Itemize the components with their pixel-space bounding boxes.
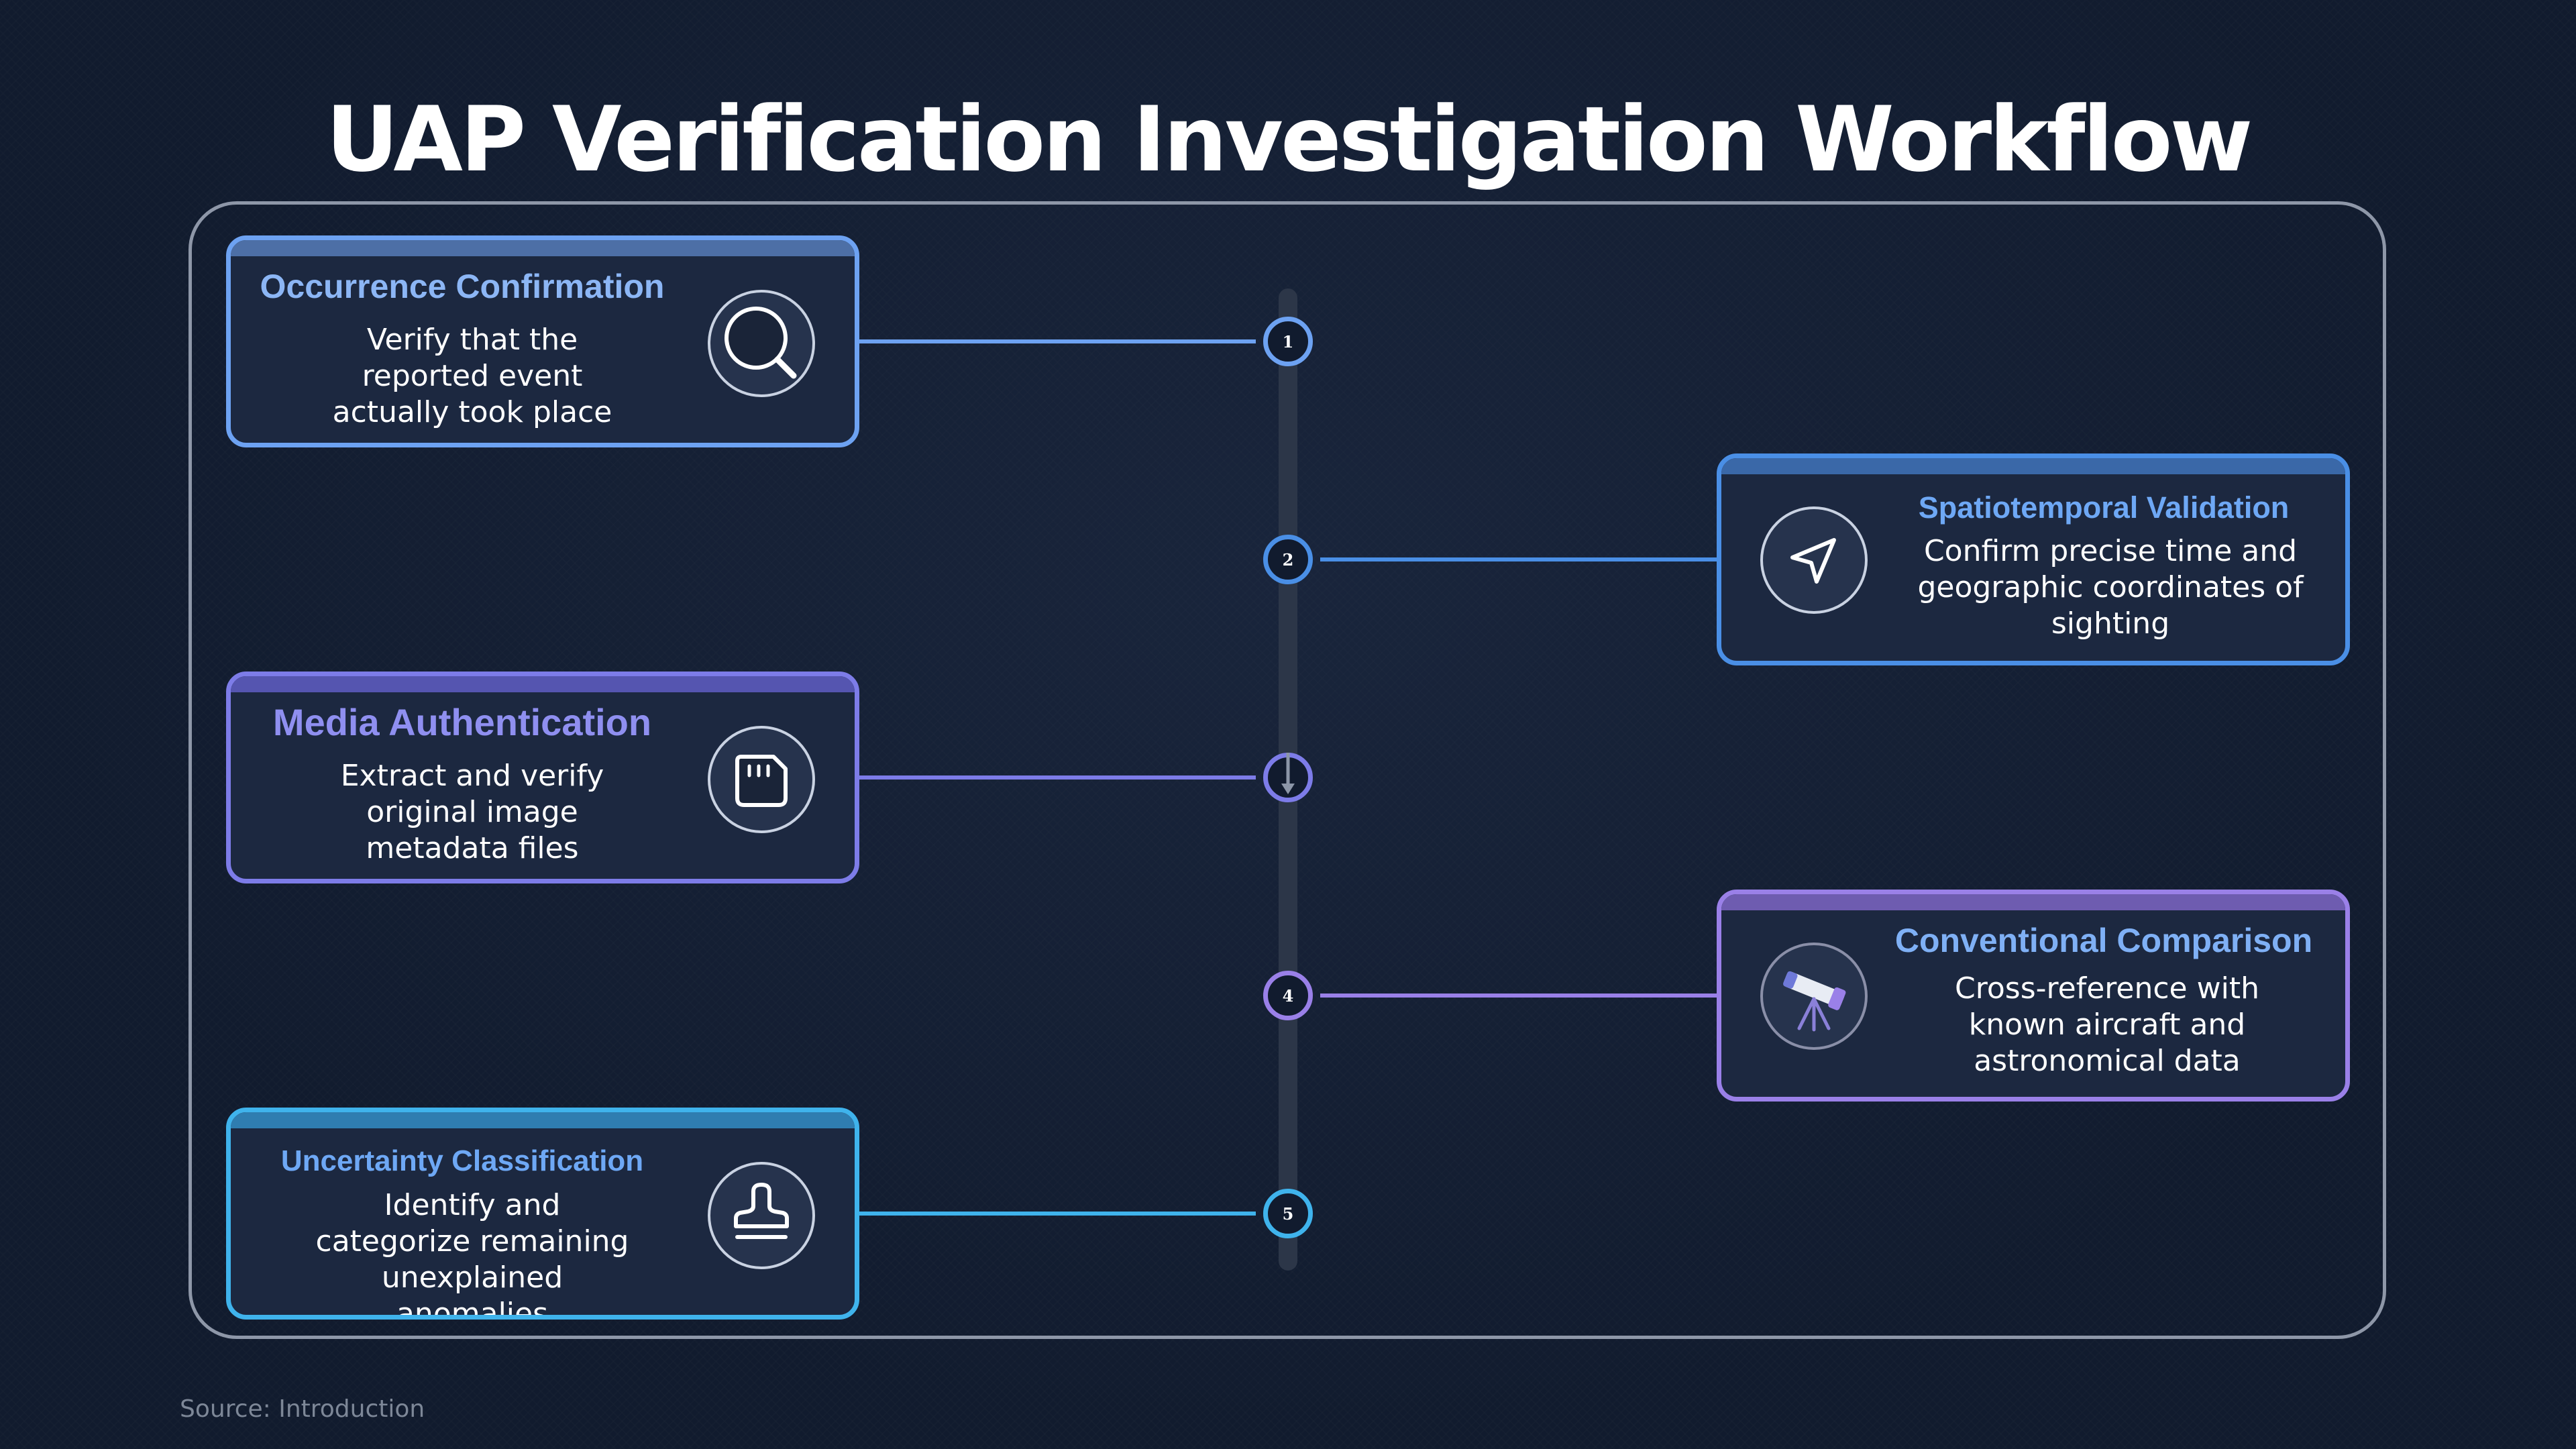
- icon-badge: [708, 726, 815, 833]
- card-accent-bar: [231, 240, 855, 256]
- step-title: Spatiotemporal Validation: [1918, 490, 2290, 525]
- step-node-5: 5: [1263, 1189, 1313, 1238]
- step-card-media-authentication: Media Authentication Extract and verify …: [226, 672, 859, 883]
- step-description: Identify and categorize remaining unexpl…: [315, 1188, 629, 1320]
- step-number: 5: [1282, 1203, 1294, 1224]
- step-card-conventional-comparison: Conventional Comparison Cross-reference …: [1717, 890, 2350, 1102]
- connector-4: [1320, 994, 1717, 998]
- step-card-spatiotemporal-validation: Spatiotemporal Validation Confirm precis…: [1717, 453, 2350, 665]
- step-node-1: 1: [1263, 317, 1313, 366]
- connector-3: [859, 775, 1256, 780]
- step-description: Confirm precise time and geographic coor…: [1917, 534, 2304, 641]
- icon-badge: [1760, 943, 1868, 1050]
- step-node-3: 3: [1263, 753, 1313, 802]
- stamp-icon: [734, 1183, 789, 1239]
- icon-badge: [1760, 506, 1868, 614]
- step-card-occurrence-confirmation: Occurrence Confirmation Verify that the …: [226, 235, 859, 447]
- workflow-frame: [189, 201, 2386, 1339]
- step-title: Uncertainty Classification: [280, 1144, 644, 1177]
- navigation-arrow-icon: [1790, 538, 1836, 584]
- connector-2: [1320, 557, 1717, 561]
- source-caption: Source: Introduction: [180, 1395, 425, 1423]
- telescope-icon: [1783, 971, 1846, 1032]
- step-title: Media Authentication: [272, 701, 652, 743]
- step-title: Occurrence Confirmation: [260, 268, 665, 305]
- page-title: UAP Verification Investigation Workflow: [325, 87, 2253, 192]
- memory-card-icon: [735, 755, 788, 807]
- card-accent-bar: [1721, 894, 2345, 910]
- step-number: 4: [1282, 985, 1294, 1006]
- card-accent-bar: [1721, 458, 2345, 474]
- step-card-uncertainty-classification: Uncertainty Classification Identify and …: [226, 1108, 859, 1320]
- step-number: 2: [1282, 549, 1294, 570]
- step-description: Extract and verify original image metada…: [340, 759, 604, 865]
- step-description: Verify that the reported event actually …: [332, 323, 612, 429]
- step-node-2: 2: [1263, 535, 1313, 584]
- step-number: 1: [1282, 331, 1294, 352]
- card-accent-bar: [231, 1112, 855, 1128]
- icon-badge: [708, 1162, 815, 1269]
- connector-1: [859, 339, 1256, 343]
- connector-5: [859, 1212, 1256, 1216]
- card-accent-bar: [231, 676, 855, 692]
- step-description: Cross-reference with known aircraft and …: [1955, 971, 2259, 1078]
- step-node-4: 4: [1263, 971, 1313, 1020]
- magnifying-glass-icon: [724, 307, 797, 379]
- icon-badge: [708, 290, 815, 397]
- step-title: Conventional Comparison: [1894, 922, 2313, 959]
- down-arrow-icon: [1281, 753, 1295, 794]
